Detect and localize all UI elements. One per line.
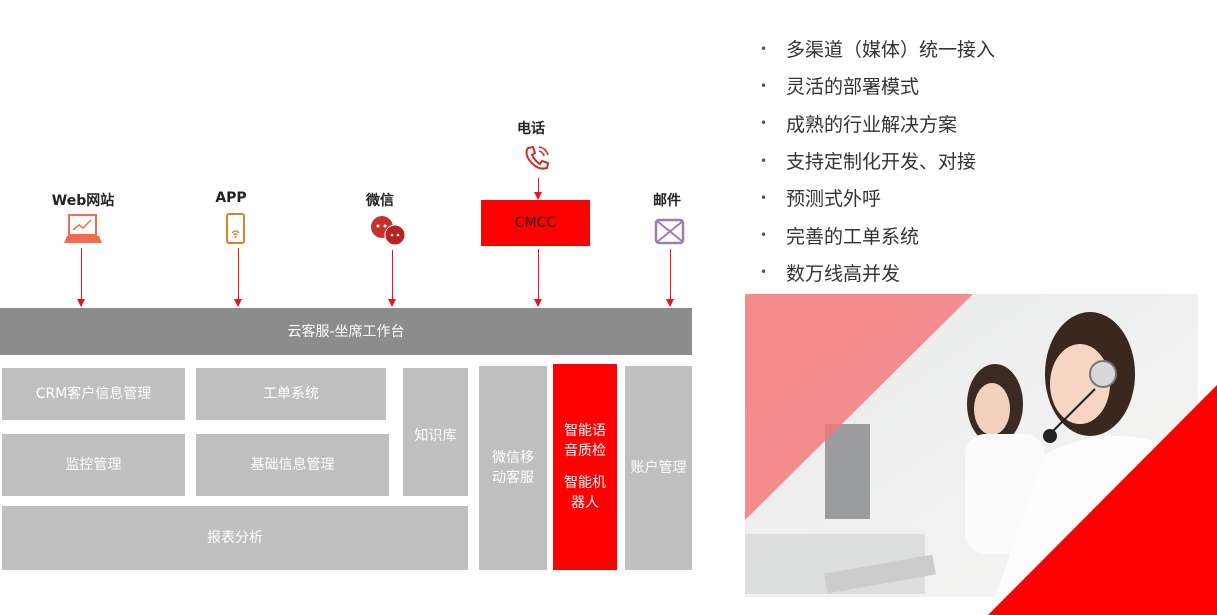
arrow-email [666,249,674,307]
module-crm: CRM客户信息管理 [2,368,185,420]
channel-email-label: 邮件 [653,193,681,209]
module-account: 账户管理 [625,366,692,570]
feature-item: •灵活的部署模式 [760,76,920,99]
feature-item: •预测式外呼 [760,188,882,211]
arrow-cmcc [534,249,542,307]
platform-bar: 云客服-坐席工作台 [0,308,692,355]
arrow-app [234,248,242,307]
module-ai-highlight: 智能语音质检 智能机器人 [553,364,617,570]
module-voice-qc: 智能语音质检 [564,423,606,459]
phone-icon [525,145,550,170]
module-ticket: 工单系统 [196,368,386,420]
cmcc-box: CMCC [481,200,590,246]
mail-icon [654,218,685,245]
module-robot: 智能机器人 [564,475,606,511]
call-center-photo [745,294,1217,615]
arrow-web [77,248,85,307]
feature-item: •支持定制化开发、对接 [760,151,977,174]
module-basic-info: 基础信息管理 [196,434,389,496]
laptop-icon [64,214,102,243]
red-triangle [988,385,1217,615]
module-knowledge-base: 知识库 [403,368,468,496]
pink-triangle [745,294,973,520]
channel-wechat-label: 微信 [366,193,394,209]
feature-list: •多渠道（媒体）统一接入 •灵活的部署模式 •成熟的行业解决方案 •支持定制化开… [760,30,995,291]
module-wechat-service: 微信移动客服 [479,366,547,570]
wechat-icon [371,216,406,246]
arrow-wechat [388,250,396,307]
mobile-app-icon [226,213,245,244]
feature-item: •完善的工单系统 [760,225,920,248]
module-report: 报表分析 [2,506,468,570]
feature-item: •多渠道（媒体）统一接入 [760,39,996,62]
arrow-phone [534,178,542,200]
module-monitor: 监控管理 [2,434,185,496]
channel-web-label: Web网站 [51,193,115,209]
feature-item: •数万线高并发 [760,262,901,285]
feature-item: •成熟的行业解决方案 [760,113,958,136]
channel-app-label: APP [215,190,247,206]
channel-phone-label: 电话 [517,121,545,137]
